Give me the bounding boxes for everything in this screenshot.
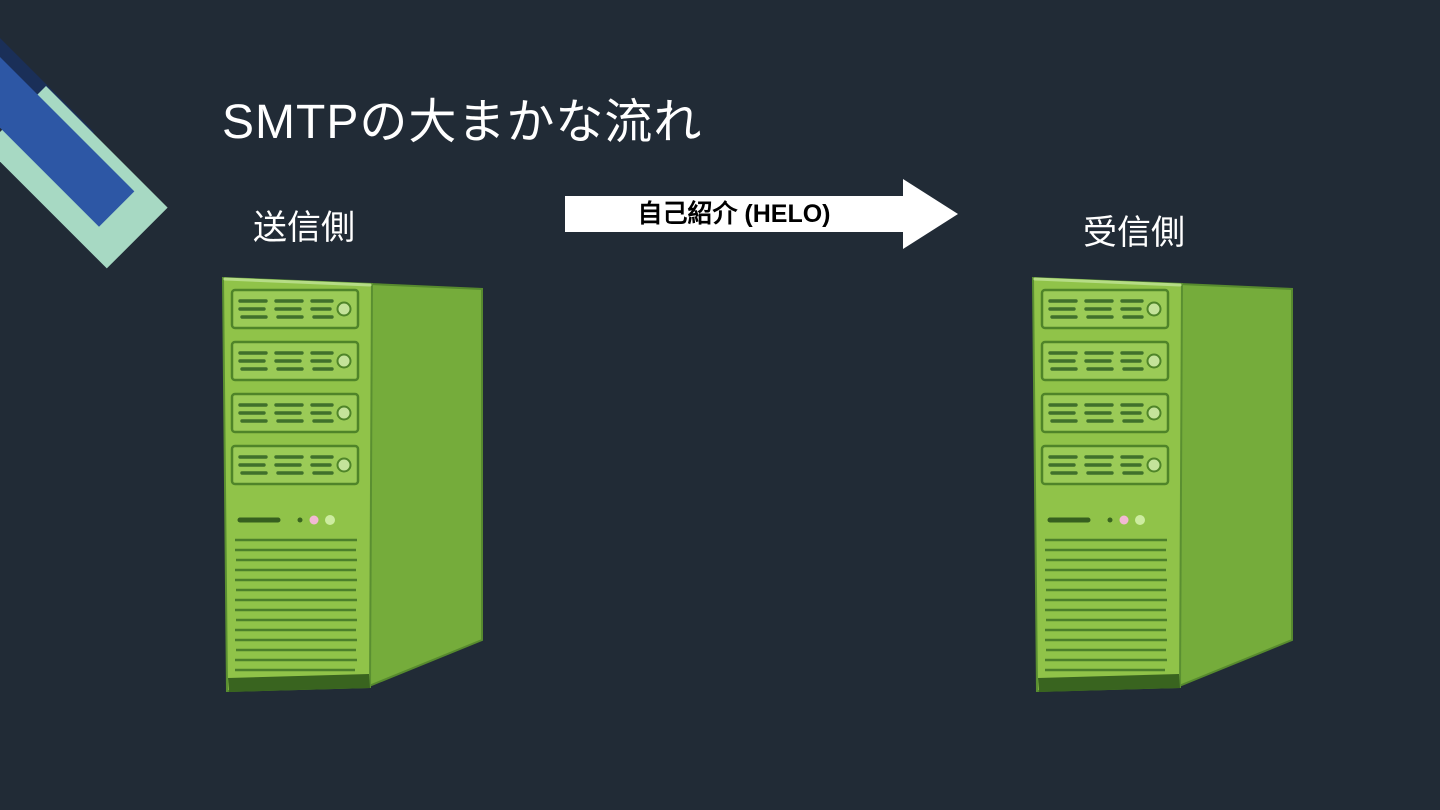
server-icon: [220, 268, 485, 696]
slide-title: SMTPの大まかな流れ: [222, 96, 703, 149]
receiver-label: 受信側: [1083, 214, 1185, 252]
helo-arrow: 自己紹介 (HELO): [565, 179, 958, 249]
sender-label: 送信側: [253, 209, 355, 247]
corner-stripe-blue: [0, 57, 135, 227]
arrow-right-icon: [903, 179, 958, 249]
arrow-body: [565, 196, 903, 232]
corner-stripe-teal: [0, 86, 168, 269]
arrow-label: 自己紹介 (HELO): [637, 200, 831, 228]
corner-stripe-navy: [0, 26, 95, 147]
server-icon: [1030, 268, 1295, 696]
